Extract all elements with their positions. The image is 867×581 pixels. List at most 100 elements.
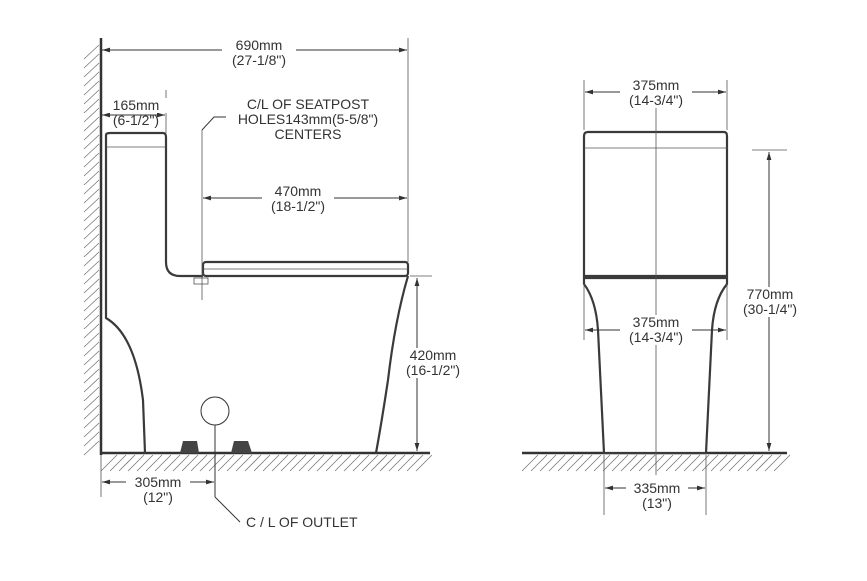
- hatch-stroke: [83, 314, 100, 330]
- hatch-stroke: [109, 454, 127, 472]
- bowl-length-label: 470mm (18-1/2"): [262, 184, 334, 214]
- toilet-side-outline: [104, 131, 410, 454]
- hatch-stroke: [83, 431, 100, 447]
- hatch-stroke: [83, 170, 100, 186]
- wall-to-tank-inch: (6-1/2"): [112, 112, 160, 128]
- hatch-stroke: [163, 454, 181, 472]
- tank-width-inch: (14-3/4"): [629, 92, 683, 108]
- hatch-stroke: [629, 454, 647, 472]
- rough-in-mm: 305mm: [134, 474, 182, 490]
- hatch-stroke: [181, 454, 199, 472]
- seat-height-mm: 420mm: [409, 347, 457, 363]
- hatch-stroke: [575, 454, 593, 472]
- hatch-stroke: [83, 332, 100, 348]
- hatch-stroke: [271, 454, 289, 472]
- hatch-stroke: [710, 454, 728, 472]
- hatch-stroke: [83, 395, 100, 411]
- hatch-stroke: [352, 454, 370, 472]
- tank-width-mm: 375mm: [632, 77, 680, 93]
- hatch-stroke: [83, 422, 100, 438]
- hatch-stroke: [83, 125, 100, 141]
- hatch-stroke: [83, 179, 100, 195]
- front-bowl: [582, 276, 729, 455]
- hatch-stroke: [83, 260, 100, 276]
- hatch-stroke: [289, 454, 307, 472]
- hatch-stroke: [602, 454, 620, 472]
- hatch-stroke: [334, 454, 352, 472]
- hatch-stroke: [83, 161, 100, 177]
- hatch-stroke: [530, 454, 548, 472]
- tank-width-label: 375mm (14-3/4"): [620, 78, 692, 108]
- hatch-stroke: [83, 188, 100, 204]
- seat-hinge: [193, 277, 209, 285]
- hatch-stroke: [397, 454, 415, 472]
- hatch-stroke: [584, 454, 602, 472]
- base-width-mm: 335mm: [633, 480, 681, 496]
- hatch-stroke: [557, 454, 575, 472]
- hatch-stroke: [83, 71, 100, 87]
- overall-length-inch: (27-1/8"): [232, 52, 286, 68]
- hatch-stroke: [235, 454, 253, 472]
- hatch-stroke: [674, 454, 692, 472]
- hatch-stroke: [665, 454, 683, 472]
- hatch-stroke: [620, 454, 638, 472]
- hatch-stroke: [764, 454, 782, 472]
- hatch-stroke: [83, 368, 100, 384]
- overall-length-label: 690mm (27-1/8"): [222, 38, 296, 68]
- hatch-stroke: [656, 454, 674, 472]
- bowl-length-inch: (18-1/2"): [271, 198, 325, 214]
- seatpost-note-line3: CENTERS: [274, 126, 342, 142]
- hatch-stroke: [83, 341, 100, 357]
- wall-to-tank-label: 165mm (6-1/2"): [104, 98, 168, 128]
- hatch-stroke: [83, 224, 100, 240]
- hatch-stroke: [262, 454, 280, 472]
- hatch-stroke: [307, 454, 325, 472]
- base-width-label: 335mm (13"): [626, 481, 688, 511]
- hatch-stroke: [172, 454, 190, 472]
- outlet-circle: [200, 396, 230, 426]
- hatch-stroke: [83, 269, 100, 285]
- seat-height-inch: (16-1/2"): [406, 362, 460, 378]
- hatch-stroke: [370, 454, 388, 472]
- hatch-stroke: [100, 454, 118, 472]
- hatch-stroke: [83, 143, 100, 159]
- rough-in-label: 305mm (12"): [126, 475, 190, 505]
- hatch-stroke: [226, 454, 244, 472]
- hatch-stroke: [154, 454, 172, 472]
- hatch-stroke: [737, 454, 755, 472]
- hatch-stroke: [208, 454, 226, 472]
- hatch-stroke: [755, 454, 773, 472]
- hatch-stroke: [83, 80, 100, 96]
- hatch-stroke: [217, 454, 235, 472]
- bowl-width-label: 375mm (14-3/4"): [620, 315, 692, 345]
- hatch-stroke: [190, 454, 208, 472]
- hatch-stroke: [83, 242, 100, 258]
- hatch-stroke: [593, 454, 611, 472]
- seat-height-label: 420mm (16-1/2"): [400, 348, 466, 378]
- hatch-stroke: [325, 454, 343, 472]
- hatch-stroke: [746, 454, 764, 472]
- hatch-stroke: [83, 377, 100, 393]
- hatch-stroke: [316, 454, 334, 472]
- bowl-length-mm: 470mm: [274, 183, 322, 199]
- seatpost-note-line1: C/L OF SEATPOST: [246, 96, 370, 112]
- hatch-stroke: [692, 454, 710, 472]
- total-height-mm: 770mm: [746, 286, 794, 302]
- hatch-stroke: [566, 454, 584, 472]
- hatch-stroke: [253, 454, 271, 472]
- hatch-stroke: [298, 454, 316, 472]
- hatch-stroke: [83, 413, 100, 429]
- hatch-stroke: [719, 454, 737, 472]
- hatch-stroke: [199, 454, 217, 472]
- hatch-stroke: [83, 440, 100, 456]
- hatch-stroke: [83, 152, 100, 168]
- total-height-label: 770mm (30-1/4"): [737, 287, 803, 317]
- hatch-stroke: [548, 454, 566, 472]
- hatch-stroke: [83, 296, 100, 312]
- hatch-stroke: [611, 454, 629, 472]
- hatch-stroke: [728, 454, 746, 472]
- hatch-stroke: [683, 454, 701, 472]
- hatch-stroke: [83, 53, 100, 69]
- hatch-stroke: [83, 134, 100, 150]
- hatch-stroke: [83, 116, 100, 132]
